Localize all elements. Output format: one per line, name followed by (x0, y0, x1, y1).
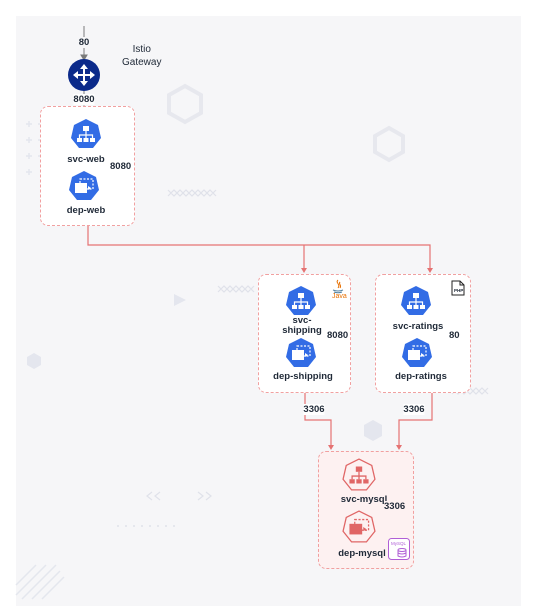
dep-shipping-icon[interactable] (285, 337, 317, 369)
svc-shipping-label-2: shipping (282, 325, 322, 336)
shipping-db-port: 3306 (303, 404, 325, 415)
web-port: 8080 (110, 161, 132, 172)
gateway-output-port: 8080 (73, 94, 95, 105)
decor-dots (117, 525, 175, 527)
mysql-logo-icon (388, 538, 410, 560)
dep-shipping-label: dep-shipping (273, 371, 333, 382)
svc-web-icon[interactable] (70, 118, 102, 150)
php-file-icon (451, 280, 465, 296)
svc-ratings-label: svc-ratings (392, 321, 444, 332)
svc-mysql-icon[interactable] (342, 458, 376, 492)
dep-mysql-icon[interactable] (342, 510, 376, 544)
gateway-name: Istio Gateway (122, 44, 162, 68)
dep-web-label: dep-web (66, 205, 106, 216)
svc-shipping-label-1: svc- (292, 315, 312, 326)
gateway-input-port: 80 (78, 37, 90, 48)
mysql-logo-label: MySQL (391, 541, 407, 546)
dep-ratings-label: dep-ratings (395, 371, 447, 382)
dep-web-icon[interactable] (68, 170, 100, 202)
dep-mysql-label: dep-mysql (338, 548, 386, 559)
svc-web-label: svc-web (67, 154, 105, 165)
decor-hatch (15, 564, 65, 600)
decor-chevrons (146, 491, 212, 501)
dep-ratings-icon[interactable] (401, 337, 433, 369)
decor-play (174, 294, 186, 306)
svc-ratings-icon[interactable] (400, 285, 432, 317)
java-label: Java (332, 293, 347, 300)
router-icon[interactable] (67, 58, 101, 92)
svc-shipping-icon[interactable] (285, 285, 317, 317)
php-label: PHP (454, 288, 464, 293)
decor-hex-small (364, 420, 382, 441)
background-decorations (167, 83, 405, 163)
decor-hex-left (27, 353, 41, 369)
mysql-port: 3306 (384, 501, 406, 512)
ratings-db-port: 3306 (403, 404, 425, 415)
java-icon (332, 279, 344, 294)
shipping-port: 8080 (327, 330, 349, 341)
ratings-port: 80 (449, 330, 460, 341)
svc-mysql-label: svc-mysql (340, 494, 388, 505)
